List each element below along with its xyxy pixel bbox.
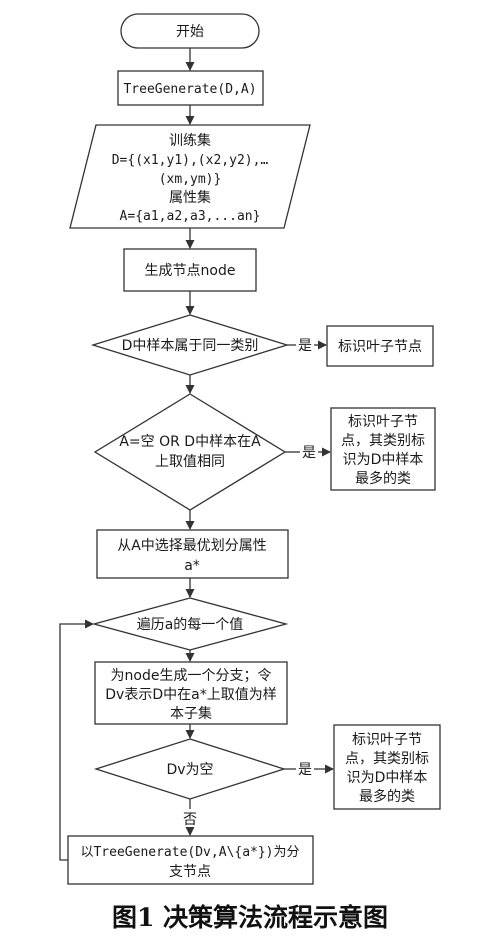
start-node: 开始 xyxy=(120,13,260,49)
generate-node: 生成节点node xyxy=(123,248,257,292)
leaf-node-2: 标识叶子节 点，其类别标 识为D中样本 最多的类 xyxy=(330,407,436,491)
yes-label-2: 是 xyxy=(302,445,316,461)
input-node: 训练集 D={(x1,y1),(x2,y2),… (xm,ym)} 属性集 A=… xyxy=(69,124,311,229)
leaf-node-2-line3: 识为D中样本 xyxy=(343,452,424,468)
edge-loop-back xyxy=(59,619,94,861)
input-training-set-line-2: (xm,ym)} xyxy=(159,172,222,187)
treegenerate-label: TreeGenerate(D,A) xyxy=(123,82,256,97)
leaf-node-1-label: 标识叶子节点 xyxy=(338,339,422,355)
decision-dv-empty-label: Dv为空 xyxy=(166,762,213,778)
start-label: 开始 xyxy=(176,24,204,40)
recurse-line1: 以TreeGenerate(Dv,A\{a*})为分 xyxy=(80,845,299,860)
loop-label: 遍历a的每一个值 xyxy=(137,617,244,633)
leaf-node-3-line4: 最多的类 xyxy=(359,788,415,805)
decision-dv-empty: Dv为空 xyxy=(93,738,287,800)
leaf-node-2-line2: 点，其类别标 xyxy=(341,433,425,449)
no-label-3: 否 xyxy=(183,812,197,828)
decision-empty-or-same: A=空 OR D中样本在A 上取值相同 xyxy=(93,393,287,511)
select-attribute-node: 从A中选择最优划分属性 a* xyxy=(96,529,289,579)
leaf-node-3-line3: 识为D中样本 xyxy=(347,770,428,786)
leaf-node-2-line4: 最多的类 xyxy=(355,470,411,487)
input-attribute-set-title: 属性集 xyxy=(169,189,211,206)
generate-node-label: 生成节点node xyxy=(145,263,236,279)
leaf-node-3: 标识叶子节 点，其类别标 识为D中样本 最多的类 xyxy=(333,724,441,810)
input-training-set-title: 训练集 xyxy=(169,132,211,149)
branch-node: 为node生成一个分支；令 Dv表示D中在a*上取值为样 本子集 xyxy=(94,661,288,725)
branch-line1: 为node生成一个分支；令 xyxy=(111,668,272,684)
input-attribute-set-line: A={a1,a2,a3,...an} xyxy=(120,209,261,224)
yes-label-1: 是 xyxy=(298,338,312,354)
loop-node: 遍历a的每一个值 xyxy=(91,597,289,651)
yes-label-3: 是 xyxy=(298,762,312,778)
recurse-node: 以TreeGenerate(Dv,A\{a*})为分 支节点 xyxy=(67,835,314,885)
leaf-node-1: 标识叶子节点 xyxy=(326,325,434,367)
select-attribute-line1: 从A中选择最优划分属性 xyxy=(117,538,267,554)
decision-same-class: D中样本属于同一类别 xyxy=(90,314,290,376)
figure-caption: 图1 决策算法流程示意图 xyxy=(112,903,388,932)
recurse-line2: 支节点 xyxy=(169,864,211,880)
leaf-node-3-line2: 点，其类别标 xyxy=(345,751,429,767)
treegenerate-node: TreeGenerate(D,A) xyxy=(117,70,264,106)
branch-line3: 本子集 xyxy=(170,705,212,722)
decision-same-class-label: D中样本属于同一类别 xyxy=(122,338,259,354)
input-training-set-line: D={(x1,y1),(x2,y2),… xyxy=(112,153,269,168)
decision-empty-or-same-line2: 上取值相同 xyxy=(155,454,225,470)
decision-empty-or-same-line1: A=空 OR D中样本在A xyxy=(119,434,261,450)
leaf-node-3-line1: 标识叶子节 xyxy=(352,732,422,748)
select-attribute-line2: a* xyxy=(184,558,200,574)
leaf-node-2-line1: 标识叶子节 xyxy=(348,414,418,430)
branch-line2: Dv表示D中在a*上取值为样 xyxy=(105,687,276,703)
